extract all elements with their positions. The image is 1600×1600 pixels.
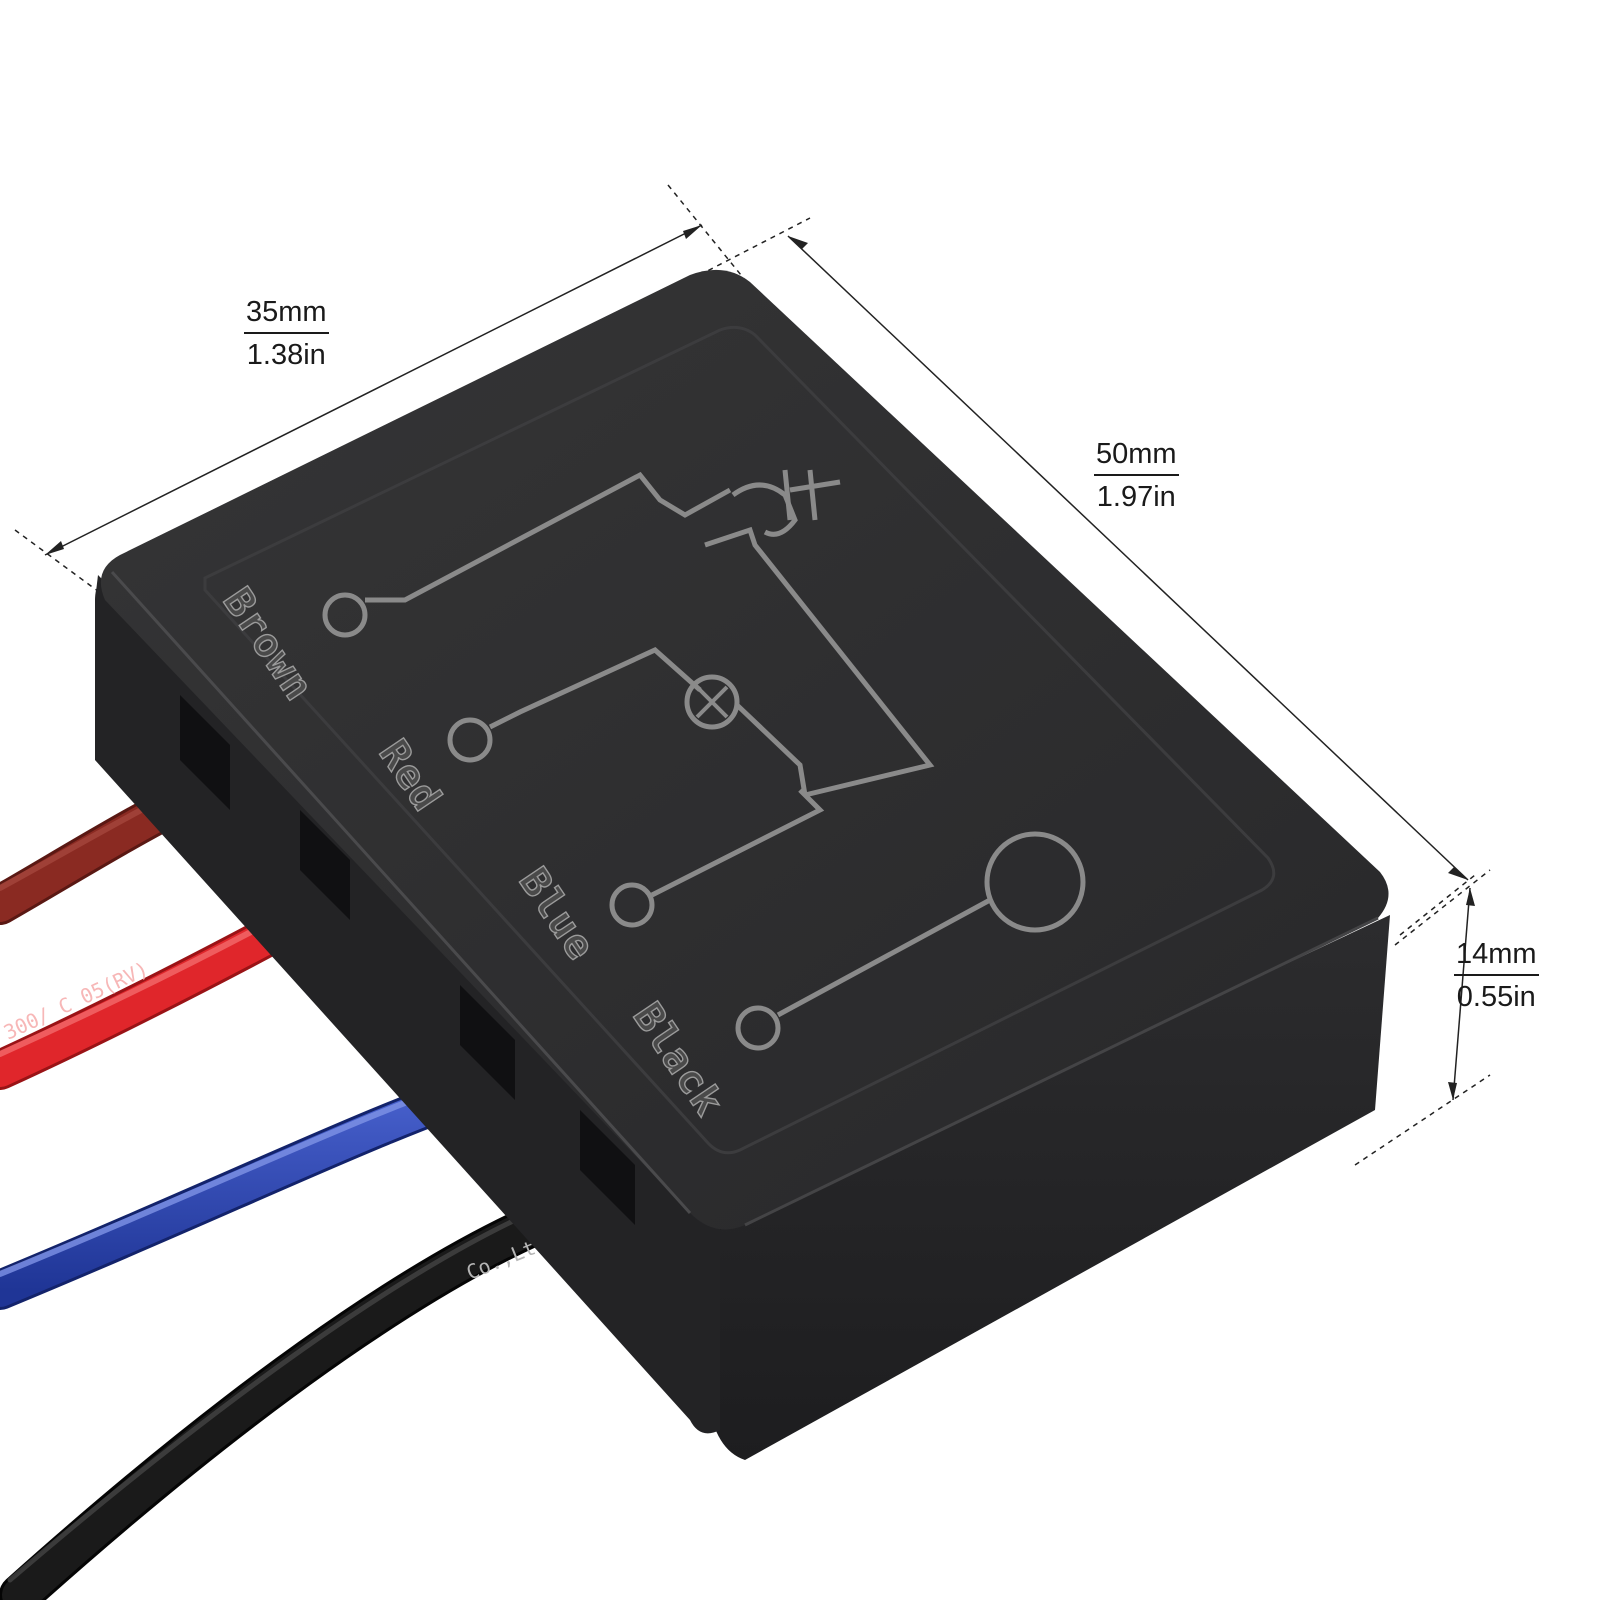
width-inch: 1.97in	[1096, 481, 1176, 514]
width-mm: 50mm	[1094, 438, 1179, 477]
top-panel-inset	[203, 325, 1276, 1155]
length-inch: 1.38in	[246, 339, 326, 372]
terminal-large	[984, 831, 1086, 933]
bulb-icon	[684, 674, 740, 730]
dimension-width-label: 50mm 1.97in	[1094, 438, 1179, 515]
height-inch: 0.55in	[1456, 981, 1536, 1014]
height-arrow-line	[1452, 887, 1471, 1101]
terminal-black	[735, 1005, 781, 1051]
plug-icon	[731, 469, 841, 537]
switch-box	[95, 269, 1390, 1460]
height-mm: 14mm	[1454, 938, 1539, 977]
box-top-face	[100, 269, 1389, 1230]
dimension-guides	[14, 184, 1491, 1166]
terminal-brown	[322, 592, 368, 638]
dimension-height-label: 14mm 0.55in	[1454, 938, 1539, 1015]
circuit-diagram	[322, 469, 1086, 1051]
width-arrow-line	[787, 235, 1469, 881]
box-front-face	[708, 915, 1390, 1460]
length-arrow-line	[44, 224, 703, 556]
length-mm: 35mm	[244, 296, 329, 335]
terminal-red	[447, 717, 493, 763]
dimension-length-label: 35mm 1.38in	[244, 296, 329, 373]
terminal-blue	[609, 882, 655, 928]
